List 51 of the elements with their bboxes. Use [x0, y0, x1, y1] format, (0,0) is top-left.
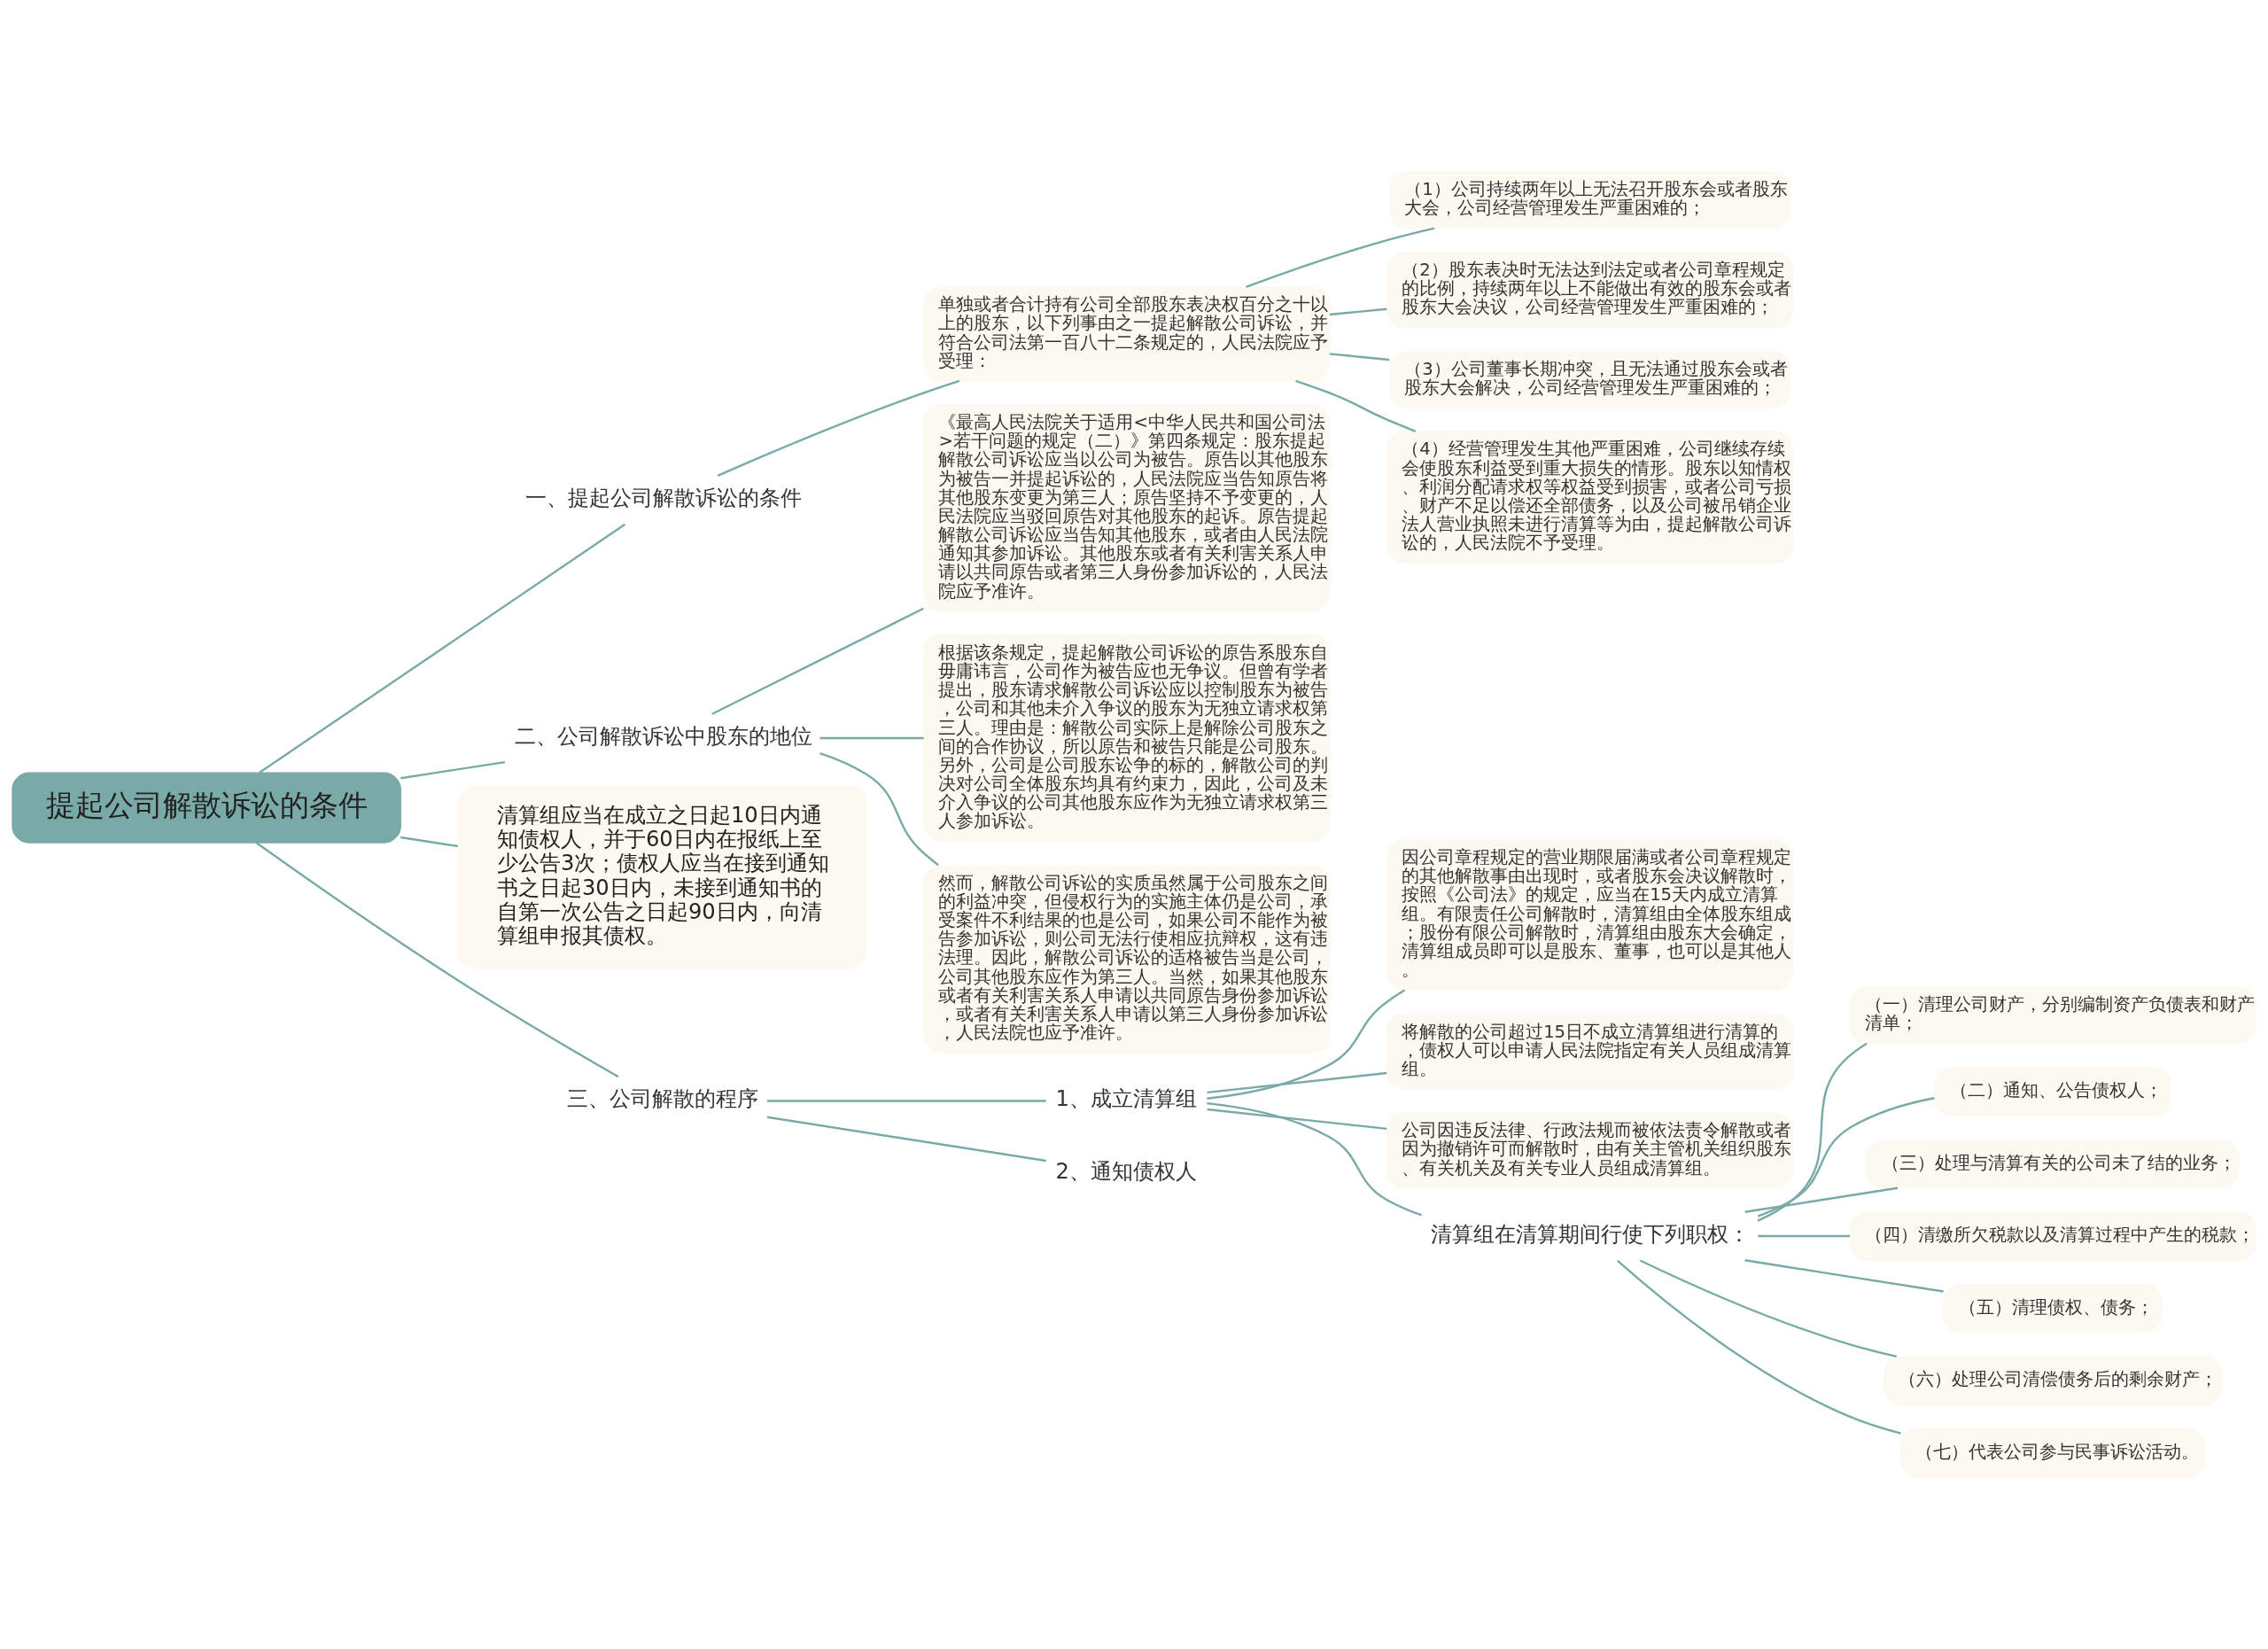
node-box: 将解散的公司超过15日不成立清算组进行清算的，债权人可以申请人民法院指定有关人员组成清算组。	[1386, 1013, 1793, 1090]
node-text: 三、公司解散的程序	[567, 1086, 759, 1112]
connector	[1207, 989, 1406, 1100]
node-text: 2、通知债权人	[1055, 1158, 1197, 1184]
connector	[717, 379, 960, 477]
node-box: 公司因违反法律、行政法规而被依法责令解散或者因为撤销许可而解散时，由有关主管机关组织股东、有关机关及有关专业人员组成清算组。	[1386, 1112, 1793, 1189]
node-box: 清算组应当在成立之日起10日内通知债权人，并于60日内在报纸上至少公告3次；债权人应当在接到通知书之日起30日内，未接到通知书的自第一次公告之日起90日内，向清算组申报其债权。	[457, 785, 867, 969]
node-box: （五）清理债权、债务；	[1943, 1283, 2163, 1334]
connector	[259, 523, 626, 774]
connector	[1757, 1097, 1935, 1217]
connector	[1744, 1259, 1944, 1293]
node-box: （六）处理公司清偿债务后的剩余财产；	[1884, 1356, 2223, 1406]
connector	[1207, 1071, 1387, 1094]
node-text: 一、提起公司解散诉讼的条件	[524, 485, 802, 510]
connector	[1329, 353, 1390, 362]
connector	[711, 607, 924, 715]
connector	[1246, 227, 1435, 288]
connector	[766, 1100, 1046, 1102]
connector	[255, 842, 619, 1078]
connector	[1329, 307, 1387, 316]
connector	[400, 836, 458, 848]
node-box: （4）经营管理发生其他严重困难，公司继续存续会使股东利益受到重大损失的情形。股东以知情权、利润分配请求权等权益受到损害，或者公司亏损、财产不足以偿还全部债务，以及公司被吊销企业法人营业执照未进行清算等为由，提起解散公司诉讼的，人民法院不予受理。	[1386, 431, 1793, 564]
connector	[1757, 1042, 1868, 1222]
node-box: （2）股东表决时无法达到法定或者公司章程规定的比例，持续两年以上不能做出有效的股东会或者股东大会决议，公司经营管理发生严重困难的；	[1386, 251, 1793, 329]
node-box: （1）公司持续两年以上无法召开股东会或者股东大会，公司经营管理发生严重困难的；	[1388, 171, 1790, 229]
node-box: 根据该条规定，提起解散公司诉讼的原告系股东自毋庸讳言，公司作为被告应也无争议。但曾有学者提出，股东请求解散公司诉讼应以控制股东为被告，公司和其他未介入争议的股东为无独立请求权第三人。理由是：解散公司实际上是解除公司股东之间的合作协议，所以原告和被告只能是公司股东。另外，公司是公司股东讼争的标的，解散公司的判决对公司全体股东均具有约束力，因此，公司及未介入争议的公司其他股东应作为无独立请求权第三人参加诉讼。	[923, 634, 1331, 843]
node-box: 因公司章程规定的营业期限届满或者公司章程规定的其他解散事由出现时，或者股东会决议解散时，按照《公司法》的规定，应当在15天内成立清算组。有限责任公司解散时，清算组由全体股东组成；股份有限公司解散时，清算组由股东大会确定，清算组成员即可以是股东、董事，也可以是其他人。	[1386, 839, 1793, 991]
connector	[1639, 1259, 1898, 1358]
connector	[1207, 1108, 1387, 1131]
connector	[1295, 379, 1417, 433]
connector	[1758, 1234, 1851, 1238]
node-text: 二、公司解散诉讼中股东的地位	[514, 723, 812, 749]
node-box: （七）代表公司参与民事诉讼活动。	[1899, 1427, 2206, 1478]
node-box: （3）公司董事长期冲突，且无法通过股东会或者股东大会解决，公司经营管理发生严重困难的；	[1388, 350, 1790, 408]
connector	[819, 752, 939, 867]
node-box: 提起公司解散诉讼的条件	[12, 772, 401, 844]
node-box: 然而，解散公司诉讼的实质虽然属于公司股东之间的利益冲突，但侵权行为的实施主体仍是公司，承受案件不利结果的也是公司，如果公司不能作为被告参加诉讼，则公司无法行使相应抗辩权，这有违法理。因此，解散公司诉讼的适格被告当是公司，公司其他股东应作为第三人。当然，如果其他股东或者有关利害关系人申请以共同原告身份参加诉讼，或者有关利害关系人申请以第三人身份参加诉讼，人民法院也应予准许。	[923, 864, 1331, 1054]
node-box: 《最高人民法院关于适用<中华人民共和国公司法>若干问题的规定（二）》第四条规定：股东提起解散公司诉讼应当以公司为被告。原告以其他股东为被告一并提起诉讼的，人民法院应当告知原告将其他股东变更为第三人；原告坚持不予变更的，人民法院应当驳回原告对其他股东的起诉。原告提起解散公司诉讼应当告知其他股东，或者由人民法院通知其参加诉讼。其他股东或者有关利害关系人申请以共同原告或者第三人身份参加诉讼的，人民法院应予准许。	[923, 404, 1331, 612]
node-box: （三）处理与清算有关的公司未了结的业务；	[1866, 1139, 2240, 1189]
connector	[1744, 1186, 1899, 1213]
node-box: （一）清理公司财产，分别编制资产负债表和财产清单；	[1849, 986, 2256, 1045]
connector	[1207, 1101, 1422, 1217]
node-text: 1、成立清算组	[1055, 1086, 1197, 1112]
connector	[766, 1116, 1046, 1163]
node-text: 清算组在清算期间行使下列职权：	[1431, 1221, 1751, 1247]
node-box: （四）清缴所欠税款以及清算过程中产生的税款；	[1849, 1211, 2256, 1261]
node-box: （二）通知、公告债权人；	[1934, 1066, 2171, 1116]
node-box: 单独或者合计持有公司全部股东表决权百分之十以上的股东，以下列事由之一提起解散公司诉讼，并符合公司法第一百八十二条规定的，人民法院应予受理：	[923, 286, 1331, 382]
connector	[819, 736, 924, 740]
connector	[400, 760, 506, 780]
connector	[1616, 1259, 1901, 1435]
